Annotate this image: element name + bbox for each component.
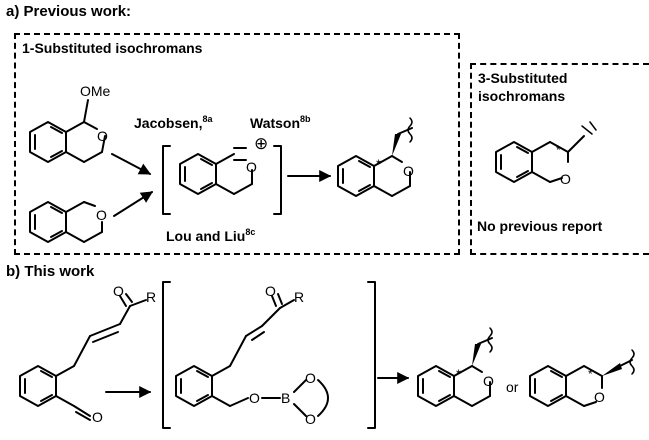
oxocarbenium-intermediate <box>162 145 282 215</box>
oxygen-label-int-bottom: O <box>305 411 316 427</box>
watson-ref: 8b <box>300 114 311 124</box>
r-label-start: R <box>146 289 156 305</box>
product-3-substituted-b <box>529 349 635 407</box>
ome-label: OMe <box>80 83 111 99</box>
box-1-substituted <box>14 33 460 255</box>
methoxy-isochroman-structure <box>29 99 106 163</box>
watson-label: Watson8b <box>250 114 311 131</box>
r-label-intermediate: R <box>294 289 304 305</box>
jacobsen-ref: 8a <box>202 114 213 124</box>
stereo-mark-a: * <box>376 157 381 171</box>
oxygen-label-2: O <box>96 207 107 223</box>
oxygen-label-1: O <box>97 128 108 144</box>
or-label: or <box>506 379 519 395</box>
box-2-title-line-1: 3-Substituted <box>478 70 568 86</box>
isochroman-structure <box>29 201 103 243</box>
box-1-title: 1-Substituted isochromans <box>22 40 203 56</box>
oxygen-label-box2: O <box>560 171 571 187</box>
oxygen-label-oxocarbenium: O <box>246 159 257 175</box>
oxygen-label-product-b2: O <box>594 389 605 405</box>
starting-material-b <box>19 293 147 421</box>
wedge-bond-a <box>392 134 401 156</box>
box-2-title-line-2: isochromans <box>478 88 566 104</box>
lou-liu-ref: 8c <box>245 227 256 237</box>
stereo-mark-box2: * <box>556 143 561 157</box>
product-1-substituted-b <box>417 327 493 407</box>
product-1-substituted-a <box>337 117 413 197</box>
wedge-bond-b1 <box>472 344 481 366</box>
oxygen-label-int-ketone: O <box>265 283 276 299</box>
box-3-substituted <box>470 63 649 255</box>
boron-label: B <box>281 390 290 406</box>
section-a-title: a) Previous work: <box>6 3 132 20</box>
boronate-intermediate <box>162 281 376 429</box>
arrow-from-methoxy <box>111 153 152 175</box>
stereo-mark-b1: * <box>456 367 461 381</box>
oxygen-label-product-b1: O <box>483 373 494 389</box>
wedge-bond-b2 <box>602 363 622 376</box>
oxygen-label-int-ether: O <box>249 390 260 406</box>
section-b-title: b) This work <box>6 263 95 280</box>
arrow-from-isochroman <box>113 191 154 217</box>
oxygen-label-product-a: O <box>403 163 414 179</box>
product-3-substituted-box <box>495 121 597 183</box>
lou-liu-label: Lou and Liu8c <box>166 227 256 244</box>
no-previous-report-label: No previous report <box>477 218 603 234</box>
oxygen-label-start-ketone: O <box>113 283 124 299</box>
oxygen-label-start-aldehyde: O <box>92 409 103 425</box>
cation-symbol: ⊕ <box>254 134 268 153</box>
stereo-mark-b2: * <box>588 367 593 381</box>
oxygen-label-int-top: O <box>305 370 316 386</box>
jacobsen-label: Jacobsen,8a <box>134 114 213 131</box>
